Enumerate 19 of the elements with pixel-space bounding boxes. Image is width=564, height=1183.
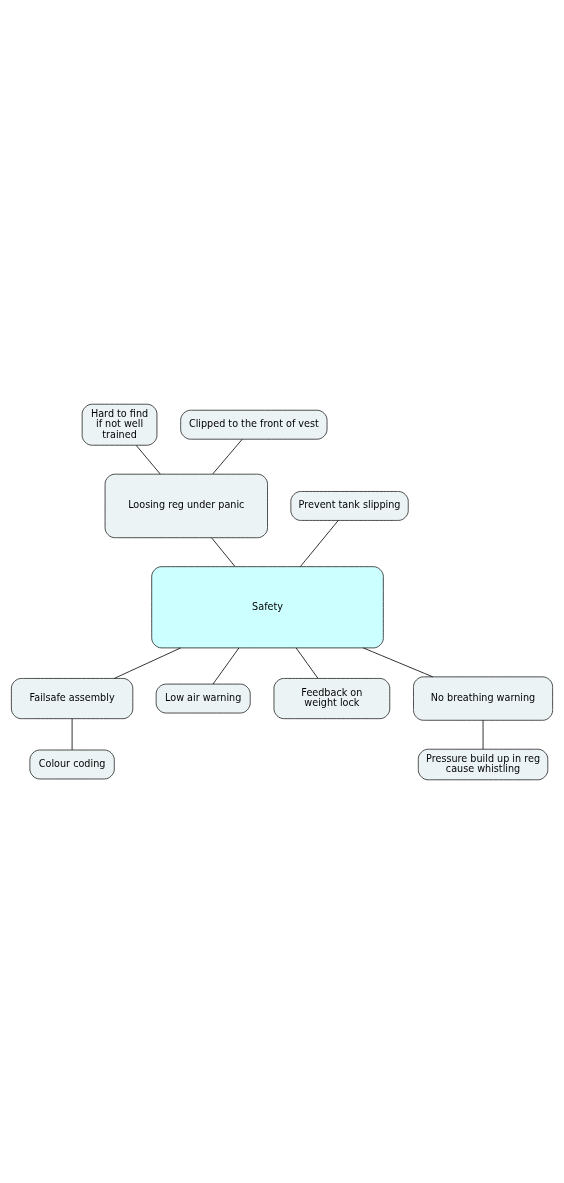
node-box: Failsafe assembly xyxy=(11,677,134,719)
connector xyxy=(113,647,182,679)
node-box: Clipped to the front of vest xyxy=(180,409,328,440)
connector xyxy=(211,536,236,567)
connector xyxy=(295,647,319,679)
connector xyxy=(300,519,339,567)
node-box: Feedback on weight lock xyxy=(273,677,391,719)
node-box: Safety xyxy=(151,565,384,648)
node-box: Prevent tank slipping xyxy=(290,490,409,521)
node-box: No breathing warning xyxy=(413,675,553,721)
node-box: Hard to find if not well trained xyxy=(81,403,158,446)
connector xyxy=(135,444,161,474)
connector xyxy=(212,438,243,474)
node-box: Pressure build up in reg cause whistling xyxy=(417,748,549,780)
connector xyxy=(362,647,434,677)
node-box: Loosing reg under panic xyxy=(104,473,268,538)
connector xyxy=(212,647,240,684)
node-box: Low air warning xyxy=(155,683,251,713)
node-box: Colour coding xyxy=(29,749,115,779)
